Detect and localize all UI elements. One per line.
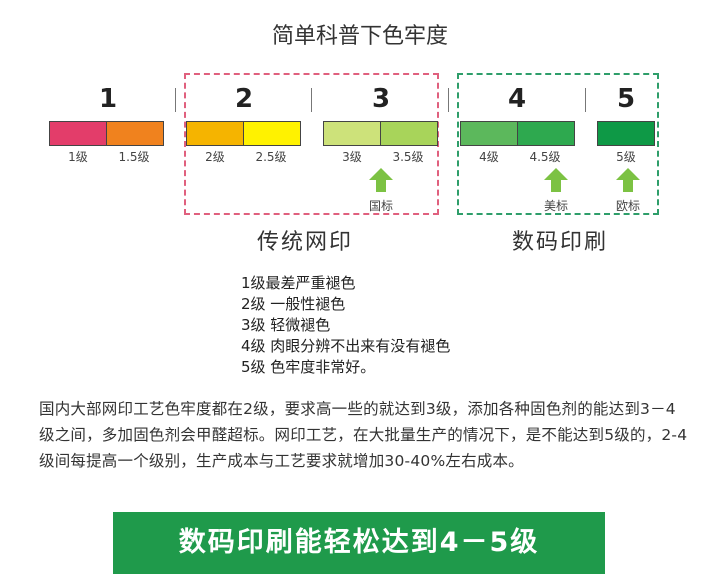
swatch-label: 2.5级 <box>255 150 287 164</box>
swatch-label: 5级 <box>616 150 636 164</box>
grade-separator <box>448 88 449 112</box>
legend-line: 2级 一般性褪色 <box>241 295 346 313</box>
standard-label-oubiao: 欧标 <box>615 199 640 213</box>
up-arrow-icon <box>543 167 569 193</box>
grade-separator <box>311 88 312 112</box>
swatch-label: 2级 <box>205 150 225 164</box>
legend-line: 3级 轻微褪色 <box>241 316 331 334</box>
grade-number-1: 1 <box>98 84 118 114</box>
grade-separator <box>585 88 586 112</box>
swatch-3 <box>323 121 381 146</box>
legend-line: 5级 色牢度非常好。 <box>241 358 376 376</box>
grade-separator <box>175 88 176 112</box>
swatch-label: 3.5级 <box>392 150 424 164</box>
swatch-5 <box>597 121 655 146</box>
swatch-label: 3级 <box>342 150 362 164</box>
grade-number-5: 5 <box>616 84 636 114</box>
legend-line: 1级最差严重褪色 <box>241 274 356 292</box>
legend-line: 4级 肉眼分辨不出来有没有褪色 <box>241 337 451 355</box>
swatch-2 <box>186 121 244 146</box>
swatch-4-5 <box>517 121 575 146</box>
swatch-3-5 <box>380 121 438 146</box>
digital-print-group-box <box>457 73 659 215</box>
up-arrow-icon <box>615 167 641 193</box>
group-label-digital-print: 数码印刷 <box>511 230 608 255</box>
up-arrow-icon <box>368 167 394 193</box>
page-title: 简单科普下色牢度 <box>271 24 448 49</box>
swatch-4 <box>460 121 518 146</box>
swatch-label: 1级 <box>68 150 88 164</box>
swatch-1-5 <box>106 121 164 146</box>
swatch-1 <box>49 121 107 146</box>
swatch-label: 1.5级 <box>118 150 150 164</box>
description-paragraph: 国内大部网印工艺色牢度都在2级，要求高一些的就达到3级，添加各种固色剂的能达到3… <box>39 400 688 470</box>
swatch-2-5 <box>243 121 301 146</box>
bottom-banner: 数码印刷能轻松达到4－5级 <box>113 512 605 574</box>
standard-label-guobiao: 国标 <box>368 199 393 213</box>
swatch-label: 4.5级 <box>529 150 561 164</box>
grade-number-2: 2 <box>234 84 254 114</box>
grade-number-3: 3 <box>371 84 391 114</box>
screen-print-group-box <box>184 73 439 215</box>
group-label-screen-print: 传统网印 <box>256 230 353 255</box>
swatch-label: 4级 <box>479 150 499 164</box>
standard-label-meibiao: 美标 <box>543 199 568 213</box>
grade-number-4: 4 <box>507 84 527 114</box>
